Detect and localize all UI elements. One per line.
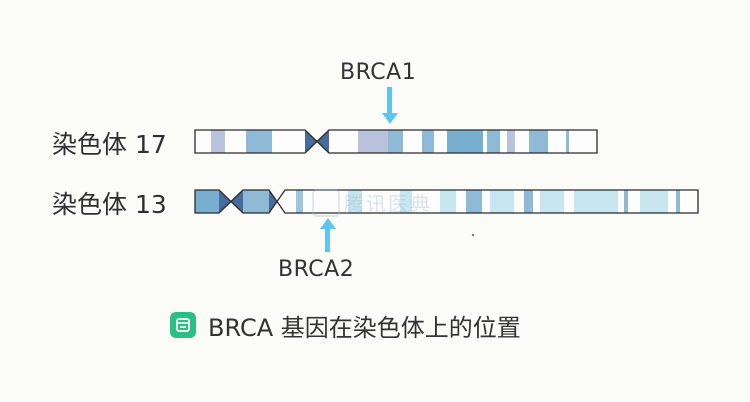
caption: BRCA 基因在染色体上的位置 (170, 309, 521, 342)
chr13-band (440, 190, 456, 213)
chr17-band (422, 130, 434, 153)
chr13-band (676, 190, 680, 213)
chr13-centromere (231, 190, 243, 213)
caption-text: BRCA 基因在染色体上的位置 (208, 313, 521, 342)
brca1-arrow-icon (382, 87, 398, 125)
chromosome-13-p-arm (194, 189, 278, 214)
chromosome-13-q-arm (276, 189, 699, 214)
chr13-band (195, 190, 219, 213)
chr17-band (529, 130, 548, 153)
chromosome-17-q-arm (316, 129, 598, 154)
chr17-band (388, 130, 403, 153)
chr13-band (296, 190, 303, 213)
brca2-arrow-icon (320, 218, 336, 252)
chr13-band (243, 190, 269, 213)
chr13-band (524, 190, 533, 213)
chromosome-13-label: 染色体 13 (52, 190, 167, 219)
brca1-label: BRCA1 (340, 60, 417, 85)
tencent-logo-icon (312, 188, 340, 217)
brca2-label: BRCA2 (278, 257, 355, 282)
chromosome-17-p-arm (194, 129, 329, 154)
watermark: 腾讯医典 (312, 188, 432, 217)
chr13-band (348, 190, 362, 213)
chr13-band (640, 190, 668, 213)
chr17-band (487, 130, 500, 153)
chr17-band (447, 130, 483, 153)
chr13-band (540, 190, 564, 213)
chr13-band (490, 190, 514, 213)
chromosome-17-label: 染色体 17 (52, 130, 167, 159)
chr17-band (211, 130, 225, 153)
chr17-band (358, 130, 388, 153)
chr13-centromere (219, 190, 231, 213)
chr13-band (400, 190, 412, 213)
chr17-band (566, 130, 569, 153)
chr13-band (574, 190, 618, 213)
book-icon (170, 312, 196, 338)
chr13-band (624, 190, 628, 213)
chr13-band (466, 190, 482, 213)
chr13-centromere (269, 190, 277, 213)
watermark-text: 腾讯医典 (344, 192, 432, 216)
chr17-band (246, 130, 272, 153)
chr17-band (507, 130, 515, 153)
